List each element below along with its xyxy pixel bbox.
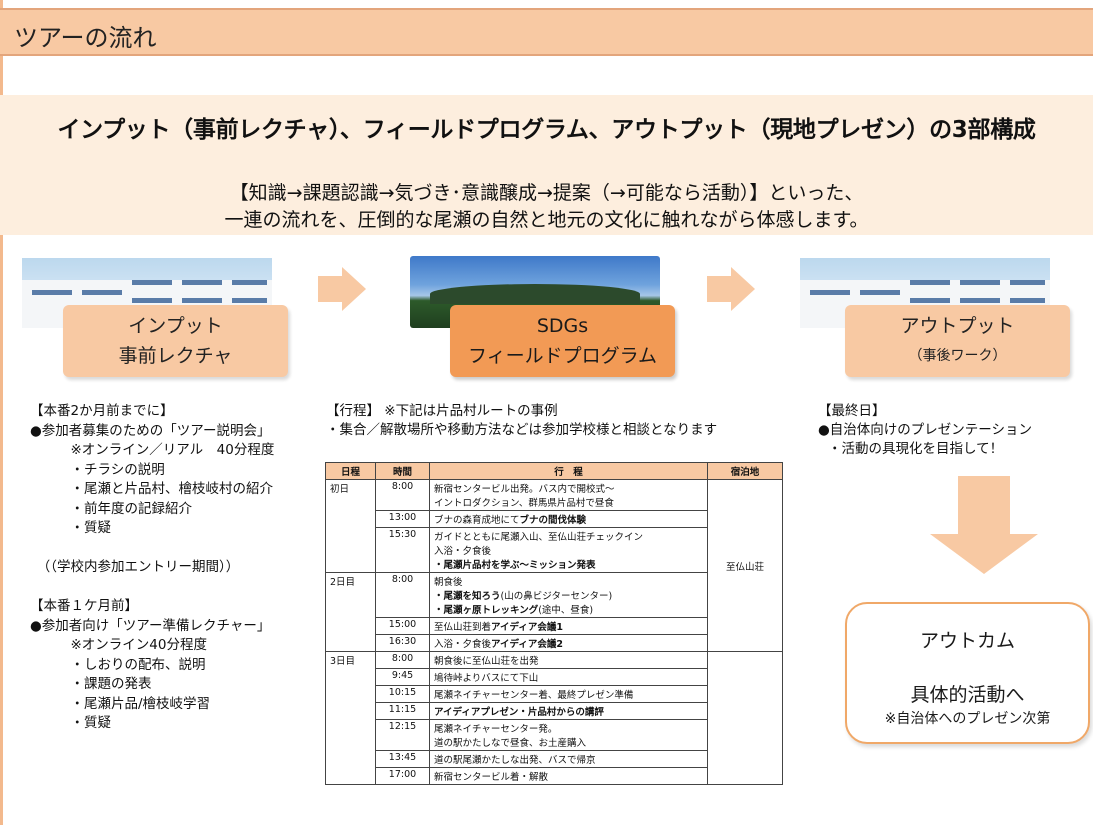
header-time: 時間 [375, 462, 430, 480]
header-itinerary: 行 程 [429, 462, 708, 480]
stage-field-box: SDGs フィールドプログラム [450, 305, 675, 377]
time-cell: 8:00 [375, 651, 430, 669]
table-row: 11:15 アイディアプレゼン・片品村からの講評 [326, 702, 783, 720]
time-cell: 11:15 [375, 702, 430, 720]
outcome-box: アウトカム 具体的活動へ ※自治体へのプレゼン次第 [845, 602, 1090, 744]
itinerary-line: イントロダクション、群馬県片品村で昼食 [434, 498, 614, 509]
table-row: 12:15 尾瀬ネイチャーセンター発。 道の駅かたしなで昼食、お土産購入 [326, 719, 783, 751]
itinerary-table: 日程 時間 行 程 宿泊地 初日 8:00 新宿センタービル出発。バス内で開校式… [325, 462, 783, 785]
itinerary-cell: 尾瀬ネイチャーセンター着、最終プレゼン準備 [429, 685, 708, 703]
itinerary-cell: 新宿センタービル出発。バス内で開校式～ イントロダクション、群馬県片品村で昼食 [429, 479, 708, 511]
itinerary-cell: ブナの森育成地にてブナの間伐体験 [429, 510, 708, 528]
itinerary-cell: 入浴・夕食後アイディア会議2 [429, 634, 708, 652]
final-day-heading: 【最終日】 [818, 403, 886, 419]
table-header-row: 日程 時間 行 程 宿泊地 [325, 462, 783, 480]
time-cell: 15:00 [375, 617, 430, 635]
flow-arrow-1-icon [342, 267, 366, 311]
page-title: ツアーの流れ [14, 24, 157, 52]
stage-field-line2: フィールドプログラム [467, 345, 658, 367]
summary-title: インプット（事前レクチャ）、フィールドプログラム、アウトプット（現地プレゼン）の… [57, 117, 1036, 143]
day-cell: 初日 [325, 479, 376, 573]
stage-output-box: アウトプット （事後ワーク） [845, 305, 1070, 377]
itinerary-note-2: ・集合／解散場所や移動方法などは参加学校様と相談となります [326, 422, 718, 438]
time-cell: 16:30 [375, 634, 430, 652]
time-cell: 15:30 [375, 527, 430, 573]
final-day-line-1: ●自治体向けのプレゼンテーション [818, 422, 1033, 438]
summary-background [0, 95, 1093, 235]
lodging-cell-empty [707, 651, 783, 785]
flow-arrow-2-icon [731, 267, 755, 311]
time-cell: 8:00 [375, 479, 430, 511]
summary-line-1: 【知識→課題認識→気づき･意識醸成→提案（→可能なら活動）】といった、 [229, 182, 864, 204]
itinerary-cell: 朝食後 ・尾瀬を知ろう(山の鼻ビジターセンター) ・尾瀬ヶ原トレッキング(途中、… [429, 572, 708, 618]
table-row: 15:00 至仏山荘到着アイディア会議1 [326, 617, 783, 635]
table-row: 13:45 道の駅尾瀬かたしな出発、バスで帰京 [326, 750, 783, 768]
pre-event-schedule-text: 【本番2か月前までに】 ●参加者募集のための「ツアー説明会」 ※オンライン／リア… [30, 403, 275, 731]
itinerary-cell: 道の駅尾瀬かたしな出発、バスで帰京 [429, 750, 708, 768]
header-day: 日程 [325, 462, 376, 480]
itinerary-cell: 尾瀬ネイチャーセンター発。 道の駅かたしなで昼食、お土産購入 [429, 719, 708, 751]
flow-arrow-2-stem [707, 276, 731, 302]
time-cell: 10:15 [375, 685, 430, 703]
itinerary-cell: アイディアプレゼン・片品村からの講評 [429, 702, 708, 720]
stage-output-line1: アウトプット [900, 315, 1015, 337]
left-accent-rule [0, 0, 3, 825]
header-bar: ツアーの流れ [0, 8, 1093, 56]
stage-field-line1: SDGs [536, 315, 589, 337]
table-row: 3日目 8:00 朝食後に至仏山荘を出発 [325, 651, 783, 785]
down-arrow-stem [958, 476, 1010, 536]
outcome-main: 具体的活動へ [910, 684, 1025, 706]
itinerary-cell: 新宿センタービル着・解散 [429, 767, 708, 785]
table-row: 初日 8:00 新宿センタービル出発。バス内で開校式～ イントロダクション、群馬… [325, 479, 783, 652]
outcome-title: アウトカム [919, 630, 1015, 652]
itinerary-cell: ガイドとともに尾瀬入山、至仏山荘チェックイン 入浴・夕食後 ・尾瀬片品村を学ぶ～… [429, 527, 708, 573]
summary-line-2: 一連の流れを、圧倒的な尾瀬の自然と地元の文化に触れながら体感します。 [224, 209, 869, 231]
day-cell: 2日目 [325, 572, 376, 652]
stage-input-line1: インプット [128, 315, 223, 337]
lodging-cell: 至仏山荘 [707, 479, 783, 652]
day-cell: 3日目 [325, 651, 376, 785]
table-row: 9:45 鳩待峠よりバスにて下山 [326, 668, 783, 686]
final-day-line-2: ・活動の具現化を目指して！ [828, 441, 1004, 457]
stage-input-line2: 事前レクチャ [118, 345, 233, 367]
flow-arrow-1-stem [318, 276, 342, 302]
time-cell: 17:00 [375, 767, 430, 785]
time-cell: 13:00 [375, 510, 430, 528]
outcome-note: ※自治体へのプレゼン次第 [884, 711, 1051, 727]
itinerary-line: 新宿センタービル出発。バス内で開校式～ [434, 484, 615, 495]
time-cell: 12:15 [375, 719, 430, 751]
table-row: 2日目 8:00 朝食後 ・尾瀬を知ろう(山の鼻ビジターセンター) ・尾瀬ヶ原ト… [325, 572, 783, 652]
table-row: 17:00 新宿センタービル着・解散 [326, 767, 783, 785]
itinerary-cell: 至仏山荘到着アイディア会議1 [429, 617, 708, 635]
stage-output-line2: （事後ワーク） [908, 348, 1007, 364]
stage-input-box: インプット 事前レクチャ [63, 305, 288, 377]
down-arrow-icon [930, 534, 1038, 574]
header-lodging: 宿泊地 [707, 462, 783, 480]
time-cell: 13:45 [375, 750, 430, 768]
time-cell: 8:00 [375, 572, 430, 618]
itinerary-cell: 鳩待峠よりバスにて下山 [429, 668, 708, 686]
time-cell: 9:45 [375, 668, 430, 686]
itinerary-note-1: 【行程】 ※下記は片品村ルートの事例 [326, 403, 558, 419]
itinerary-cell: 朝食後に至仏山荘を出発 [429, 651, 708, 669]
